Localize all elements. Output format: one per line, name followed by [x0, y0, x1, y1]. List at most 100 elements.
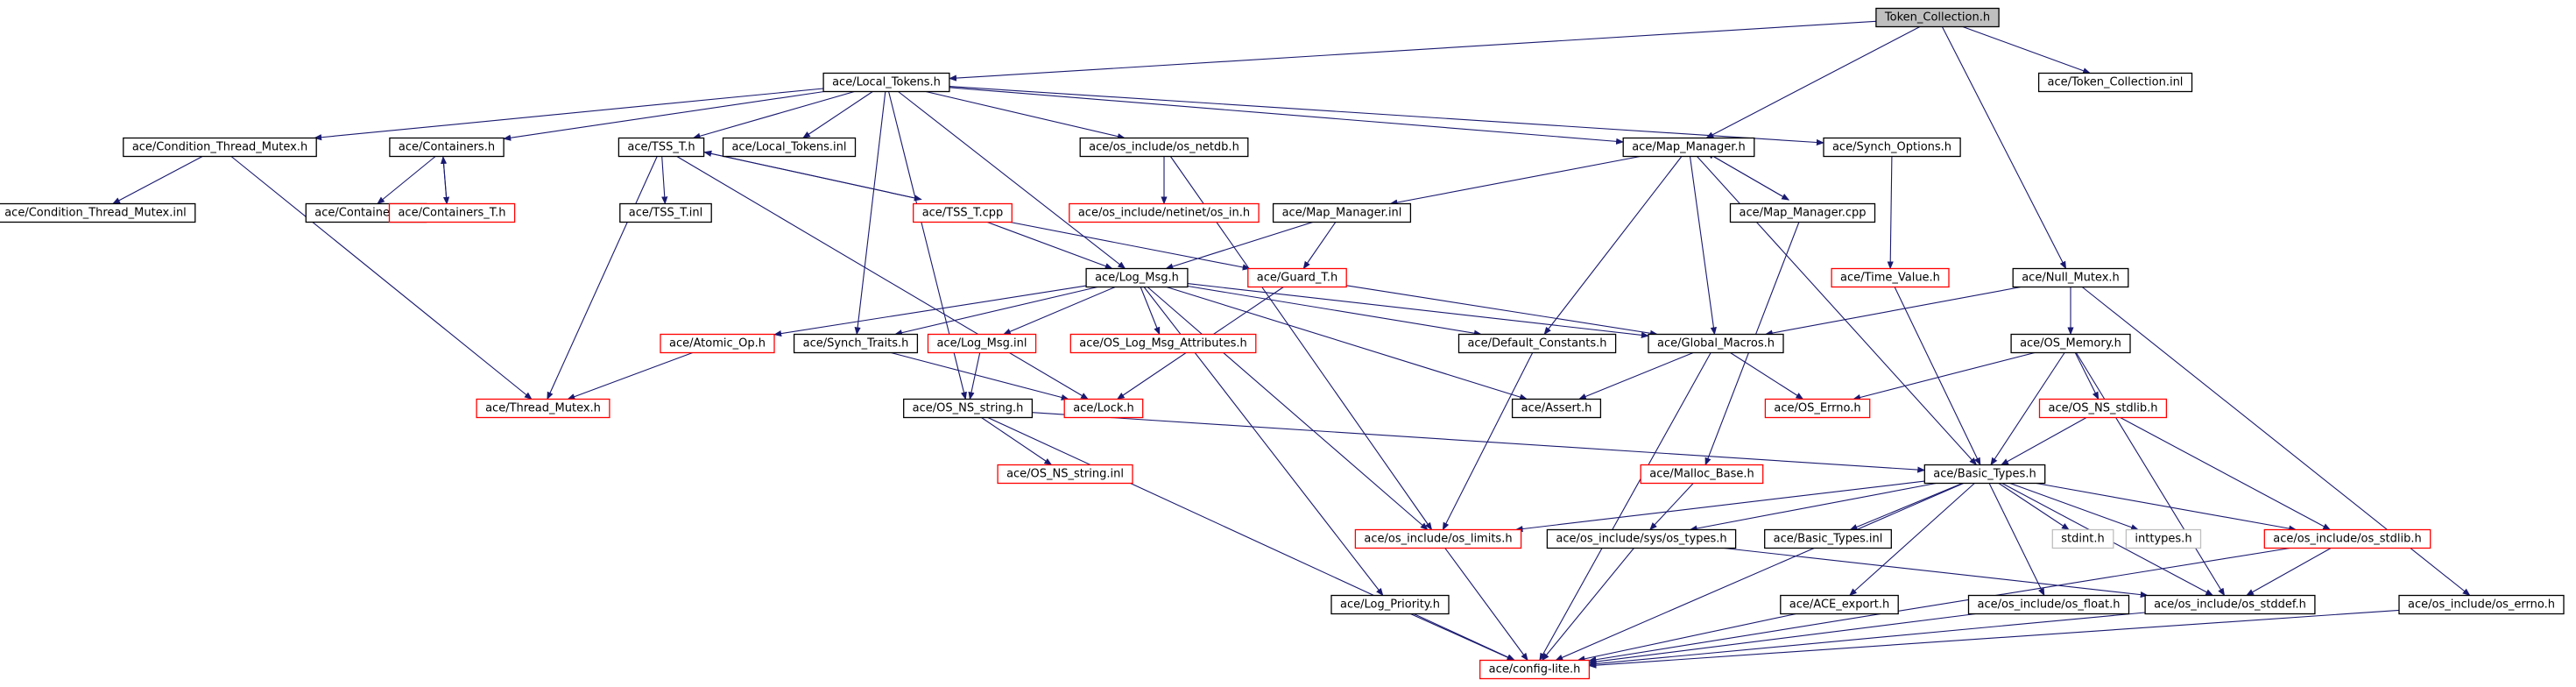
node-log-priority-h[interactable]: ace/Log_Priority.h — [1330, 594, 1450, 615]
node-os-errno-inc-h[interactable]: ace/os_include/os_errno.h — [2398, 594, 2565, 615]
edge-token_collection_h-to-null_mutex_h — [1941, 26, 2067, 270]
node-os-float-h[interactable]: ace/os_include/os_float.h — [1967, 594, 2130, 615]
node-guard-t-h[interactable]: ace/Guard_T.h — [1247, 267, 1347, 288]
node-label: ace/Null_Mutex.h — [2022, 272, 2120, 285]
node-tss-t-h[interactable]: ace/TSS_T.h — [618, 137, 705, 158]
edge-map_manager_inl-to-log_msg_h — [1165, 221, 1313, 270]
node-token-collection-inl[interactable]: ace/Token_Collection.inl — [2037, 72, 2193, 93]
node-label: ace/Global_Macros.h — [1657, 337, 1775, 351]
node-map-manager-inl[interactable]: ace/Map_Manager.inl — [1272, 202, 1412, 223]
node-label: ace/TSS_T.inl — [629, 207, 702, 220]
node-label: ace/Log_Msg.inl — [936, 337, 1027, 351]
edge-basic_types_h-to-config_lite_h — [1555, 482, 1965, 662]
node-atomic-op-h[interactable]: ace/Atomic_Op.h — [660, 333, 775, 354]
node-map-manager-h[interactable]: ace/Map_Manager.h — [1622, 137, 1755, 158]
node-malloc-base-h[interactable]: ace/Malloc_Base.h — [1640, 464, 1764, 485]
node-box — [822, 72, 950, 93]
node-label: ace/Map_Manager.cpp — [1740, 207, 1867, 220]
edge-containers_t_h-to-containers_h — [440, 156, 448, 204]
edge-local_tokens_h-to-condition_thread_mutex_h — [314, 88, 824, 141]
node-box — [1247, 267, 1347, 288]
node-label: ace/Guard_T.h — [1257, 272, 1337, 285]
edge-os_ns_stdlib_h-to-basic_types_h — [2001, 417, 2087, 465]
edge-os_ns_string_h-to-config_lite_h — [987, 417, 1516, 661]
node-os-limits-h[interactable]: ace/os_include/os_limits.h — [1354, 528, 1522, 549]
node-label: ace/Condition_Thread_Mutex.inl — [4, 207, 187, 220]
node-global-macros-h[interactable]: ace/Global_Macros.h — [1648, 333, 1784, 354]
node-containers-t-h[interactable]: ace/Containers_T.h — [388, 202, 516, 223]
node-tss-t-inl[interactable]: ace/TSS_T.inl — [619, 202, 712, 223]
edge-local_tokens_h-to-os_netdb_h — [925, 90, 1126, 140]
node-os-ns-stdlib-h[interactable]: ace/OS_NS_stdlib.h — [2038, 398, 2168, 419]
edge-null_mutex_h-to-os_errno_inc_h — [2081, 287, 2471, 597]
node-box — [1729, 202, 1876, 223]
node-os-stddef-h[interactable]: ace/os_include/os_stddef.h — [2144, 594, 2316, 615]
edge-log_msg_h-to-global_macros_h — [1187, 283, 1649, 338]
edge-local_tokens_h-to-log_msg_h — [898, 91, 1126, 270]
node-config-lite-h[interactable]: ace/config-lite.h — [1479, 659, 1591, 680]
node-os-memory-h[interactable]: ace/OS_Memory.h — [2010, 333, 2131, 354]
node-condition-thread-mutex-h[interactable]: ace/Condition_Thread_Mutex.h — [123, 137, 317, 158]
node-log-msg-inl[interactable]: ace/Log_Msg.inl — [927, 333, 1037, 354]
node-os-ns-string-h[interactable]: ace/OS_NS_string.h — [903, 398, 1034, 419]
node-os-types-h[interactable]: ace/os_include/sys/os_types.h — [1546, 528, 1737, 549]
node-synch-options-h[interactable]: ace/Synch_Options.h — [1823, 137, 1961, 158]
node-box — [1764, 528, 1892, 549]
node-null-mutex-h[interactable]: ace/Null_Mutex.h — [2012, 267, 2129, 288]
edge-os_memory_h-to-os_errno_h — [1853, 351, 2036, 400]
node-token-collection-h[interactable]: Token_Collection.h — [1875, 7, 2000, 28]
node-box — [1622, 137, 1755, 158]
node-local-tokens-h[interactable]: ace/Local_Tokens.h — [822, 72, 950, 93]
node-os-log-msg-attributes-h[interactable]: ace/OS_Log_Msg_Attributes.h — [1069, 333, 1257, 354]
node-box — [1079, 137, 1249, 158]
edge-map_manager_cpp-to-map_manager_h — [1705, 152, 1789, 201]
node-local-tokens-inl[interactable]: ace/Local_Tokens.inl — [722, 137, 857, 158]
node-box — [0, 202, 196, 223]
node-label: ace/config-lite.h — [1489, 663, 1581, 676]
node-box — [2125, 528, 2202, 549]
node-box — [123, 137, 317, 158]
node-label: inttypes.h — [2135, 533, 2191, 546]
node-tss-t-cpp[interactable]: ace/TSS_T.cpp — [913, 202, 1013, 223]
node-log-msg-h[interactable]: ace/Log_Msg.h — [1085, 267, 1189, 288]
node-containers-h[interactable]: ace/Containers.h — [389, 137, 505, 158]
node-thread-mutex-h[interactable]: ace/Thread_Mutex.h — [476, 398, 610, 419]
node-os-stdlib-h[interactable]: ace/os_include/os_stdlib.h — [2263, 528, 2431, 549]
edge-map_manager_h-to-map_manager_inl — [1389, 155, 1641, 206]
node-default-constants-h[interactable]: ace/Default_Constants.h — [1457, 333, 1617, 354]
edge-log_msg_h-to-log_msg_inl — [1002, 286, 1116, 336]
node-label: ace/os_include/sys/os_types.h — [1556, 533, 1726, 546]
node-box — [903, 398, 1034, 419]
node-box — [722, 137, 857, 158]
node-condition-thread-mutex-inl[interactable]: ace/Condition_Thread_Mutex.inl — [0, 202, 196, 223]
node-os-netdb-h[interactable]: ace/os_include/os_netdb.h — [1079, 137, 1249, 158]
edge-os_memory_h-to-os_stddef_h — [2075, 352, 2226, 597]
node-label: ace/Malloc_Base.h — [1649, 468, 1754, 481]
node-label: ace/os_include/os_limits.h — [1364, 533, 1512, 546]
node-assert-h[interactable]: ace/Assert.h — [1511, 398, 1602, 419]
node-lock-h[interactable]: ace/Lock.h — [1063, 398, 1144, 419]
edge-log_msg_inl-to-os_ns_string_h — [968, 352, 981, 400]
node-label: ace/Local_Tokens.h — [832, 76, 941, 89]
node-basic-types-inl[interactable]: ace/Basic_Types.inl — [1764, 528, 1892, 549]
node-netinet-in-h[interactable]: ace/os_include/netinet/os_in.h — [1069, 202, 1260, 223]
node-label: ace/os_include/os_float.h — [1977, 598, 2120, 612]
edge-log_msg_h-to-log_priority_h — [1143, 287, 1384, 597]
edge-atomic_op_h-to-thread_mutex_h — [567, 351, 693, 400]
edge-tss_t_cpp-to-log_msg_h — [987, 221, 1113, 270]
edge-os_ns_string_h-to-os_ns_string_inl — [981, 417, 1053, 466]
node-synch-traits-h[interactable]: ace/Synch_Traits.h — [793, 333, 919, 354]
edge-token_collection_h-to-map_manager_h — [1705, 26, 1921, 138]
node-os-errno-h[interactable]: ace/OS_Errno.h — [1764, 398, 1871, 419]
node-time-value-h[interactable]: ace/Time_Value.h — [1831, 267, 1950, 288]
node-ace-export-h[interactable]: ace/ACE_export.h — [1780, 594, 1899, 615]
node-box — [997, 464, 1133, 485]
node-box — [1831, 267, 1950, 288]
edge-time_value_h-to-basic_types_h — [1894, 287, 1981, 466]
node-box — [660, 333, 775, 354]
node-os-ns-string-inl[interactable]: ace/OS_NS_string.inl — [997, 464, 1133, 485]
node-basic-types-h[interactable]: ace/Basic_Types.h — [1923, 464, 2046, 485]
edge-os_stdlib_h-to-os_stddef_h — [2246, 548, 2332, 596]
node-map-manager-cpp[interactable]: ace/Map_Manager.cpp — [1729, 202, 1876, 223]
